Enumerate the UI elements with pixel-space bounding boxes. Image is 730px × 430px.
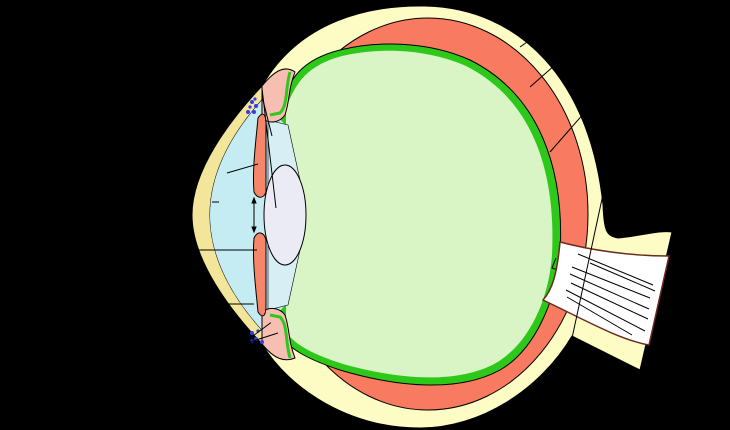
leader-lines [174, 39, 606, 413]
lens [263, 164, 307, 266]
iris-top [252, 113, 267, 198]
canal-of-schlemm-top [246, 97, 258, 114]
pupil-arrow [251, 196, 257, 234]
optic-nerve-fibers [565, 253, 656, 336]
ora-serrata-top [269, 71, 292, 117]
ora-serrata-bottom [269, 313, 292, 359]
vitreous-body [286, 50, 553, 378]
iris-bottom [252, 232, 267, 317]
